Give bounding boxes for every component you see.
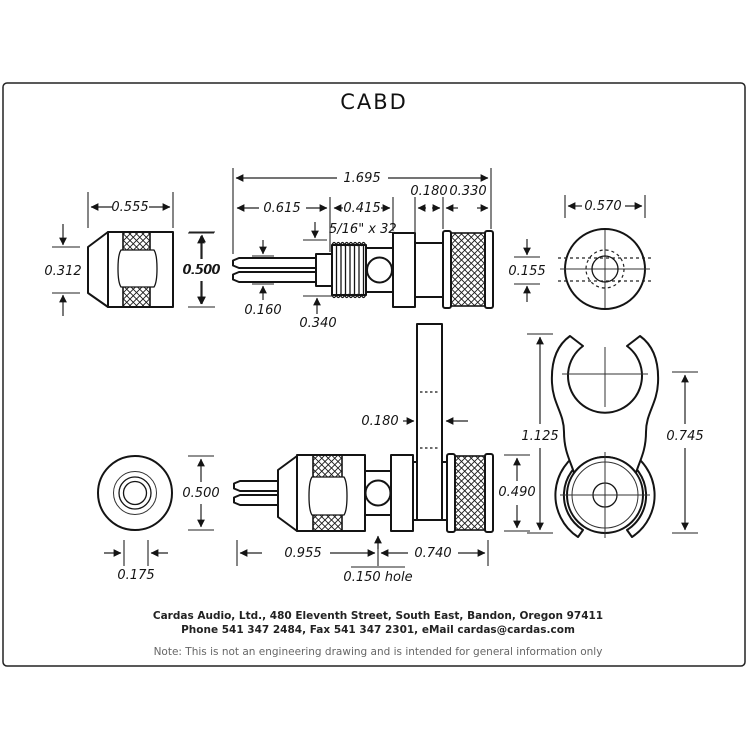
drawing-title: CABD — [340, 90, 408, 114]
dim-tab-width: 0.180 — [361, 414, 398, 429]
dim-pin-dia: 0.160 — [244, 303, 281, 318]
dim-barrel-dia: 0.490 — [498, 485, 535, 500]
drawing-border — [2, 82, 746, 667]
company-address: Cardas Audio, Ltd., 480 Eleventh Street,… — [153, 610, 603, 622]
cap-side-view: 0.555 0.312 0.500 — [44, 192, 221, 316]
dim-post-neck: 0.180 — [410, 184, 447, 199]
assembled-view: 0.180 0.500 0.490 0.955 0.740 0.150 hole — [182, 323, 536, 585]
disclaimer-note: Note: This is not an engineering drawing… — [154, 646, 603, 658]
dim-spade-overall: 1.125 — [521, 429, 558, 444]
dim-post-body-dia: 0.500 — [182, 263, 219, 278]
footer: Cardas Audio, Ltd., 480 Eleventh Street,… — [153, 610, 603, 658]
dim-post-barrel: 0.330 — [449, 184, 486, 199]
dim-end-dia: 0.570 — [584, 199, 621, 214]
dim-cap-hole-dia: 0.175 — [117, 568, 154, 583]
spade-view: 1.125 0.745 — [521, 333, 704, 538]
dim-end-slot: 0.155 — [508, 264, 545, 279]
dim-spade-jaw-depth: 0.745 — [666, 429, 703, 444]
post-side-view: 1.695 0.615 0.415 0.180 0.330 5/16" x 32… — [182, 168, 494, 331]
dim-cap-width: 0.555 — [111, 200, 148, 215]
dim-cap-tip-dia: 0.312 — [44, 264, 81, 279]
cap-end-view: 0.175 — [97, 455, 173, 583]
dim-post-overall: 1.695 — [343, 171, 380, 186]
dim-cap-body-dia: 0.500 — [183, 263, 220, 278]
dim-assembled-body-dia: 0.500 — [182, 486, 219, 501]
end-view: 0.570 0.155 — [508, 195, 652, 310]
dim-hole-note: 0.150 hole — [343, 570, 412, 585]
company-contact: Phone 541 347 2484, Fax 541 347 2301, eM… — [181, 624, 575, 636]
dim-pin-length: 0.615 — [263, 201, 300, 216]
dim-thread-length: 0.415 — [343, 201, 380, 216]
dim-thread-spec: 5/16" x 32 — [329, 222, 397, 237]
dim-thread-dia: 0.340 — [299, 316, 336, 331]
dim-rear-length: 0.740 — [414, 546, 451, 561]
dim-front-length: 0.955 — [284, 546, 321, 561]
